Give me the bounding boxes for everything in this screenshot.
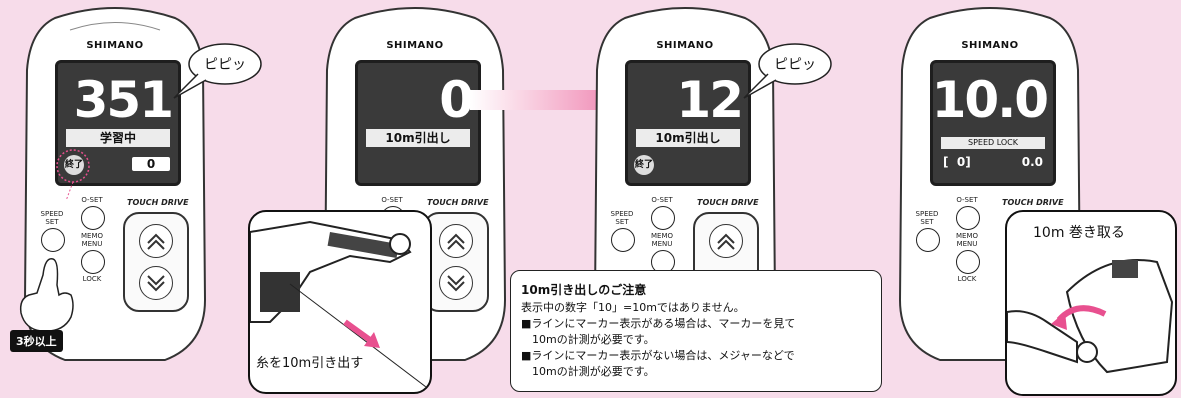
- brand-logo: SHIMANO: [961, 40, 1019, 51]
- oset-button[interactable]: [956, 206, 980, 230]
- oset-button[interactable]: [81, 206, 105, 230]
- chevron-down-icon: [447, 275, 465, 292]
- inset-left-caption: 糸を10m引き出す: [256, 352, 364, 371]
- speech-bubble-icon: ピピッ: [743, 43, 832, 99]
- touch-drive-logo: TOUCH DRIVE: [1002, 198, 1064, 207]
- bubble-text: ピピッ: [774, 57, 816, 73]
- chevron-down-icon: [147, 275, 165, 292]
- speed-set-button[interactable]: [611, 228, 635, 252]
- memo-button[interactable]: [81, 250, 105, 274]
- counter-display: 0: [439, 71, 474, 129]
- hand-press-icon: [19, 258, 74, 332]
- speed-set-button[interactable]: [916, 228, 940, 252]
- highlight-dotted-circle: [56, 149, 90, 200]
- bubble-text: ピピッ: [204, 57, 246, 73]
- right-value: 0.0: [1021, 155, 1043, 169]
- brand-logo: SHIMANO: [386, 40, 444, 51]
- lcd-screen: 0 10m引出し: [355, 60, 481, 186]
- value-box: 0: [132, 157, 170, 171]
- counter-display: 351: [73, 71, 174, 129]
- device-casing: [24, 7, 206, 361]
- reel-icon: [250, 220, 430, 391]
- up-button[interactable]: [139, 224, 173, 258]
- oset-button[interactable]: [651, 206, 675, 230]
- speed-display: 10.0: [931, 71, 1049, 129]
- mode-label: SPEED LOCK: [941, 137, 1045, 149]
- counter-display: 12: [676, 71, 744, 129]
- inset-wind-line: 10m 巻き取る: [1005, 210, 1177, 396]
- lock-label: LOCK: [957, 275, 977, 283]
- note-line: 10mの計測が必要です。: [521, 333, 655, 346]
- caution-note: 10m引き出しのご注意 表示中の数字「10」=10mではありません。 ■ラインに…: [510, 270, 882, 392]
- note-title: 10m引き出しのご注意: [521, 283, 647, 297]
- speech-bubble-icon: ピピッ: [173, 43, 262, 99]
- mode-label: 10m引出し: [366, 129, 470, 147]
- rocker-switch[interactable]: [423, 212, 489, 312]
- note-line: 表示中の数字「10」=10mではありません。: [521, 301, 745, 314]
- oset-label: O-SET: [381, 196, 403, 204]
- oset-label: O-SET: [81, 196, 103, 204]
- inset-right-caption: 10m 巻き取る: [1033, 222, 1125, 242]
- lcd-screen: 10.0 SPEED LOCK [ 0] 0.0: [930, 60, 1056, 186]
- chevron-up-icon: [147, 233, 165, 250]
- chevron-up-icon: [447, 233, 465, 250]
- note-line: 10mの計測が必要です。: [521, 365, 655, 378]
- inset-pull-line: 糸を10m引き出す: [248, 210, 432, 394]
- reel-icon: [1007, 259, 1174, 374]
- speed-set-button[interactable]: [41, 228, 65, 252]
- end-badge: 終了: [64, 155, 84, 175]
- up-button[interactable]: [709, 224, 743, 258]
- left-value: [ 0]: [943, 155, 971, 169]
- chevron-up-icon: [717, 233, 735, 250]
- mode-label: 10m引出し: [636, 129, 740, 147]
- brand-logo: SHIMANO: [86, 40, 144, 51]
- down-button[interactable]: [439, 266, 473, 300]
- rocker-switch[interactable]: [123, 212, 189, 312]
- touch-drive-logo: TOUCH DRIVE: [127, 198, 189, 207]
- oset-label: O-SET: [651, 196, 673, 204]
- lcd-screen: 351 学習中 終了 0: [55, 60, 181, 186]
- note-line: ■ラインにマーカー表示がない場合は、メジャーなどで: [521, 349, 795, 362]
- mode-label: 学習中: [66, 129, 170, 147]
- brand-logo: SHIMANO: [656, 40, 714, 51]
- note-line: ■ラインにマーカー表示がある場合は、マーカーを見て: [521, 317, 796, 330]
- hold-duration-badge: 3秒以上: [10, 330, 63, 352]
- touch-drive-logo: TOUCH DRIVE: [697, 198, 759, 207]
- end-badge: 終了: [634, 155, 654, 175]
- oset-label: O-SET: [956, 196, 978, 204]
- lock-label: LOCK: [82, 275, 102, 283]
- lcd-screen: 12 10m引出し 終了: [625, 60, 751, 186]
- up-button[interactable]: [439, 224, 473, 258]
- down-button[interactable]: [139, 266, 173, 300]
- touch-drive-logo: TOUCH DRIVE: [427, 198, 489, 207]
- memo-button[interactable]: [956, 250, 980, 274]
